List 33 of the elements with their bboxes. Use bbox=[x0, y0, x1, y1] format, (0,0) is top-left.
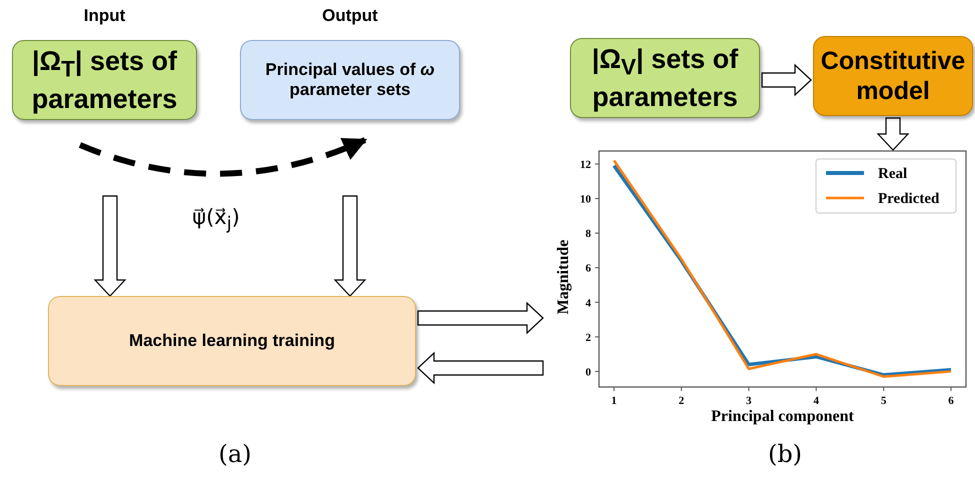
x-tick-label: 5 bbox=[880, 395, 886, 407]
input-box: |Ω$_{T}$| sets of parameters bbox=[12, 40, 197, 120]
y-tick-label: 12 bbox=[580, 158, 591, 171]
panel-label: (b) bbox=[768, 440, 802, 468]
block-arrow bbox=[417, 302, 544, 334]
x-tick-label: 4 bbox=[813, 395, 819, 407]
legend-label: Predicted bbox=[878, 191, 940, 207]
y-tick-label: 6 bbox=[586, 262, 591, 275]
model-box: Constitutive model bbox=[813, 36, 973, 116]
y-tick-label: 4 bbox=[586, 297, 591, 310]
legend-label: Real bbox=[878, 166, 908, 182]
x-tick-label: 3 bbox=[746, 395, 752, 407]
y-tick-label: 8 bbox=[586, 228, 591, 240]
y-tick-label: 2 bbox=[586, 332, 591, 344]
dashed-arrow bbox=[78, 137, 368, 177]
input-box: |Ω$_{V}$| sets of parameters bbox=[570, 38, 760, 118]
x-tick-label: 1 bbox=[611, 395, 617, 407]
x-tick-label: 6 bbox=[948, 395, 954, 407]
x-axis-title: Principal component bbox=[711, 408, 854, 425]
y-tick-label: 10 bbox=[580, 194, 591, 206]
column-heading: Output bbox=[322, 6, 378, 26]
block-arrow bbox=[94, 195, 126, 297]
output-box: Principal values of ω parameter sets bbox=[240, 40, 460, 120]
column-heading: Input bbox=[84, 6, 126, 26]
panel-label: (a) bbox=[218, 440, 252, 468]
x-tick-label: 2 bbox=[678, 395, 684, 407]
y-tick-label: 0 bbox=[586, 366, 591, 378]
block-arrow bbox=[417, 352, 544, 384]
block-arrow bbox=[761, 64, 812, 96]
process-box: Machine learning training bbox=[48, 296, 416, 386]
y-axis-title: Magnitude bbox=[555, 240, 572, 314]
block-arrow bbox=[334, 195, 366, 297]
block-arrow bbox=[876, 117, 910, 151]
